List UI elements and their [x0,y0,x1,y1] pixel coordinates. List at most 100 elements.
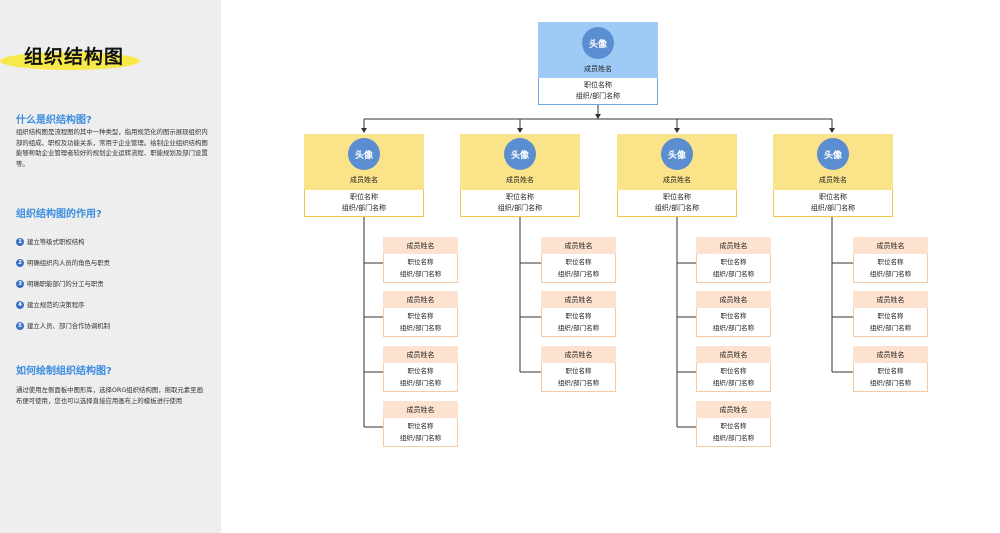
what-heading: 什么是织结构图? [16,115,92,126]
staff-card-body: 职位名称组织/部门名称 [383,418,458,447]
member-name: 成员姓名 [350,176,378,184]
member-name: 成员姓名 [876,295,905,304]
staff-card[interactable]: 成员姓名 职位名称组织/部门名称 [383,237,458,283]
member-name: 成员姓名 [406,295,435,304]
member-name: 成员姓名 [876,241,905,250]
staff-card-header: 成员姓名 [853,237,928,254]
member-name: 成员姓名 [663,176,691,184]
position-name: 职位名称 [407,258,434,266]
staff-card-header: 成员姓名 [541,237,616,254]
staff-card-header: 成员姓名 [541,346,616,363]
member-name: 成员姓名 [406,350,435,359]
staff-card-body: 职位名称组织/部门名称 [541,254,616,283]
dept-name: 组织/部门名称 [399,270,442,278]
member-name: 成员姓名 [876,350,905,359]
position-name: 职位名称 [407,367,434,375]
staff-card-header: 成员姓名 [541,291,616,308]
arrow-down-icon [595,114,601,119]
staff-card[interactable]: 成员姓名 职位名称组织/部门名称 [696,346,771,392]
staff-card[interactable]: 成员姓名 职位名称组织/部门名称 [541,291,616,337]
avatar: 头像 [661,138,693,170]
number-badge-icon: 3 [16,279,24,288]
dept-name: 组织/部门名称 [810,204,856,212]
position-name: 职位名称 [720,422,747,430]
staff-card-header: 成员姓名 [853,346,928,363]
dept-name: 组织/部门名称 [869,379,912,387]
staff-card[interactable]: 成员姓名 职位名称组织/部门名称 [696,291,771,337]
dept-name: 组织/部门名称 [712,270,755,278]
manager-card-header: 头像 成员姓名 [773,134,893,190]
staff-card-body: 职位名称组织/部门名称 [383,363,458,392]
manager-card-body: 职位名称 组织/部门名称 [773,190,893,217]
position-name: 职位名称 [407,422,434,430]
position-name: 职位名称 [565,367,592,375]
number-badge-icon: 1 [16,237,24,246]
staff-card-header: 成员姓名 [383,291,458,308]
dept-name: 组织/部门名称 [341,204,387,212]
staff-card-header: 成员姓名 [696,291,771,308]
manager-card[interactable]: 头像 成员姓名 职位名称 组织/部门名称 [460,134,580,217]
staff-card-body: 职位名称组织/部门名称 [696,308,771,337]
staff-card[interactable]: 成员姓名 职位名称组织/部门名称 [383,291,458,337]
title-block: 组织结构图 [0,40,140,74]
member-name: 成员姓名 [564,350,593,359]
member-name: 成员姓名 [719,241,748,250]
staff-card-header: 成员姓名 [696,346,771,363]
staff-card-header: 成员姓名 [383,237,458,254]
member-name: 成员姓名 [719,405,748,414]
manager-card[interactable]: 头像 成员姓名 职位名称 组织/部门名称 [617,134,737,217]
staff-card-header: 成员姓名 [383,401,458,418]
position-name: 职位名称 [720,312,747,320]
position-name: 职位名称 [720,258,747,266]
avatar: 头像 [582,27,614,59]
dept-name: 组织/部门名称 [712,379,755,387]
staff-card[interactable]: 成员姓名 职位名称组织/部门名称 [853,346,928,392]
avatar: 头像 [504,138,536,170]
how-text: 通过使用左侧面板中图形库，选择ORG组织结构图，拖取元素至画布便可使用，您也可以… [16,386,203,405]
use-text: 明确组织内人员的角色与职责 [27,259,111,267]
staff-card-body: 职位名称组织/部门名称 [853,254,928,283]
staff-card-header: 成员姓名 [696,237,771,254]
staff-card-header: 成员姓名 [383,346,458,363]
staff-card[interactable]: 成员姓名 职位名称组织/部门名称 [853,237,928,283]
manager-card[interactable]: 头像 成员姓名 职位名称 组织/部门名称 [304,134,424,217]
use-text: 建立等级式职权结构 [27,238,85,246]
dept-name: 组织/部门名称 [557,379,600,387]
manager-card-header: 头像 成员姓名 [460,134,580,190]
position-name: 职位名称 [584,81,612,89]
position-name: 职位名称 [663,193,691,201]
staff-card[interactable]: 成员姓名 职位名称组织/部门名称 [383,346,458,392]
position-name: 职位名称 [565,258,592,266]
position-name: 职位名称 [407,312,434,320]
dept-name: 组织/部门名称 [575,92,621,100]
arrow-down-icon [829,128,835,133]
staff-card-body: 职位名称组织/部门名称 [853,363,928,392]
position-name: 职位名称 [877,367,904,375]
root-card[interactable]: 头像 成员姓名 职位名称 组织/部门名称 [538,22,658,105]
staff-card[interactable]: 成员姓名 职位名称组织/部门名称 [696,401,771,447]
position-name: 职位名称 [506,193,534,201]
manager-card-body: 职位名称 组织/部门名称 [617,190,737,217]
manager-card[interactable]: 头像 成员姓名 职位名称 组织/部门名称 [773,134,893,217]
manager-card-body: 职位名称 组织/部门名称 [460,190,580,217]
staff-card[interactable]: 成员姓名 职位名称组织/部门名称 [541,237,616,283]
dept-name: 组织/部门名称 [557,270,600,278]
position-name: 职位名称 [350,193,378,201]
staff-card[interactable]: 成员姓名 职位名称组织/部门名称 [853,291,928,337]
use-text: 建立人员、部门合作协调机制 [27,322,111,330]
root-card-body: 职位名称 组织/部门名称 [538,78,658,105]
member-name: 成员姓名 [564,241,593,250]
number-badge-icon: 2 [16,258,24,267]
use-text: 明确职能部门的分工与职责 [27,280,104,288]
staff-card[interactable]: 成员姓名 职位名称组织/部门名称 [696,237,771,283]
staff-card[interactable]: 成员姓名 职位名称组织/部门名称 [383,401,458,447]
member-name: 成员姓名 [719,295,748,304]
dept-name: 组织/部门名称 [399,434,442,442]
staff-card[interactable]: 成员姓名 职位名称组织/部门名称 [541,346,616,392]
dept-name: 组织/部门名称 [712,324,755,332]
